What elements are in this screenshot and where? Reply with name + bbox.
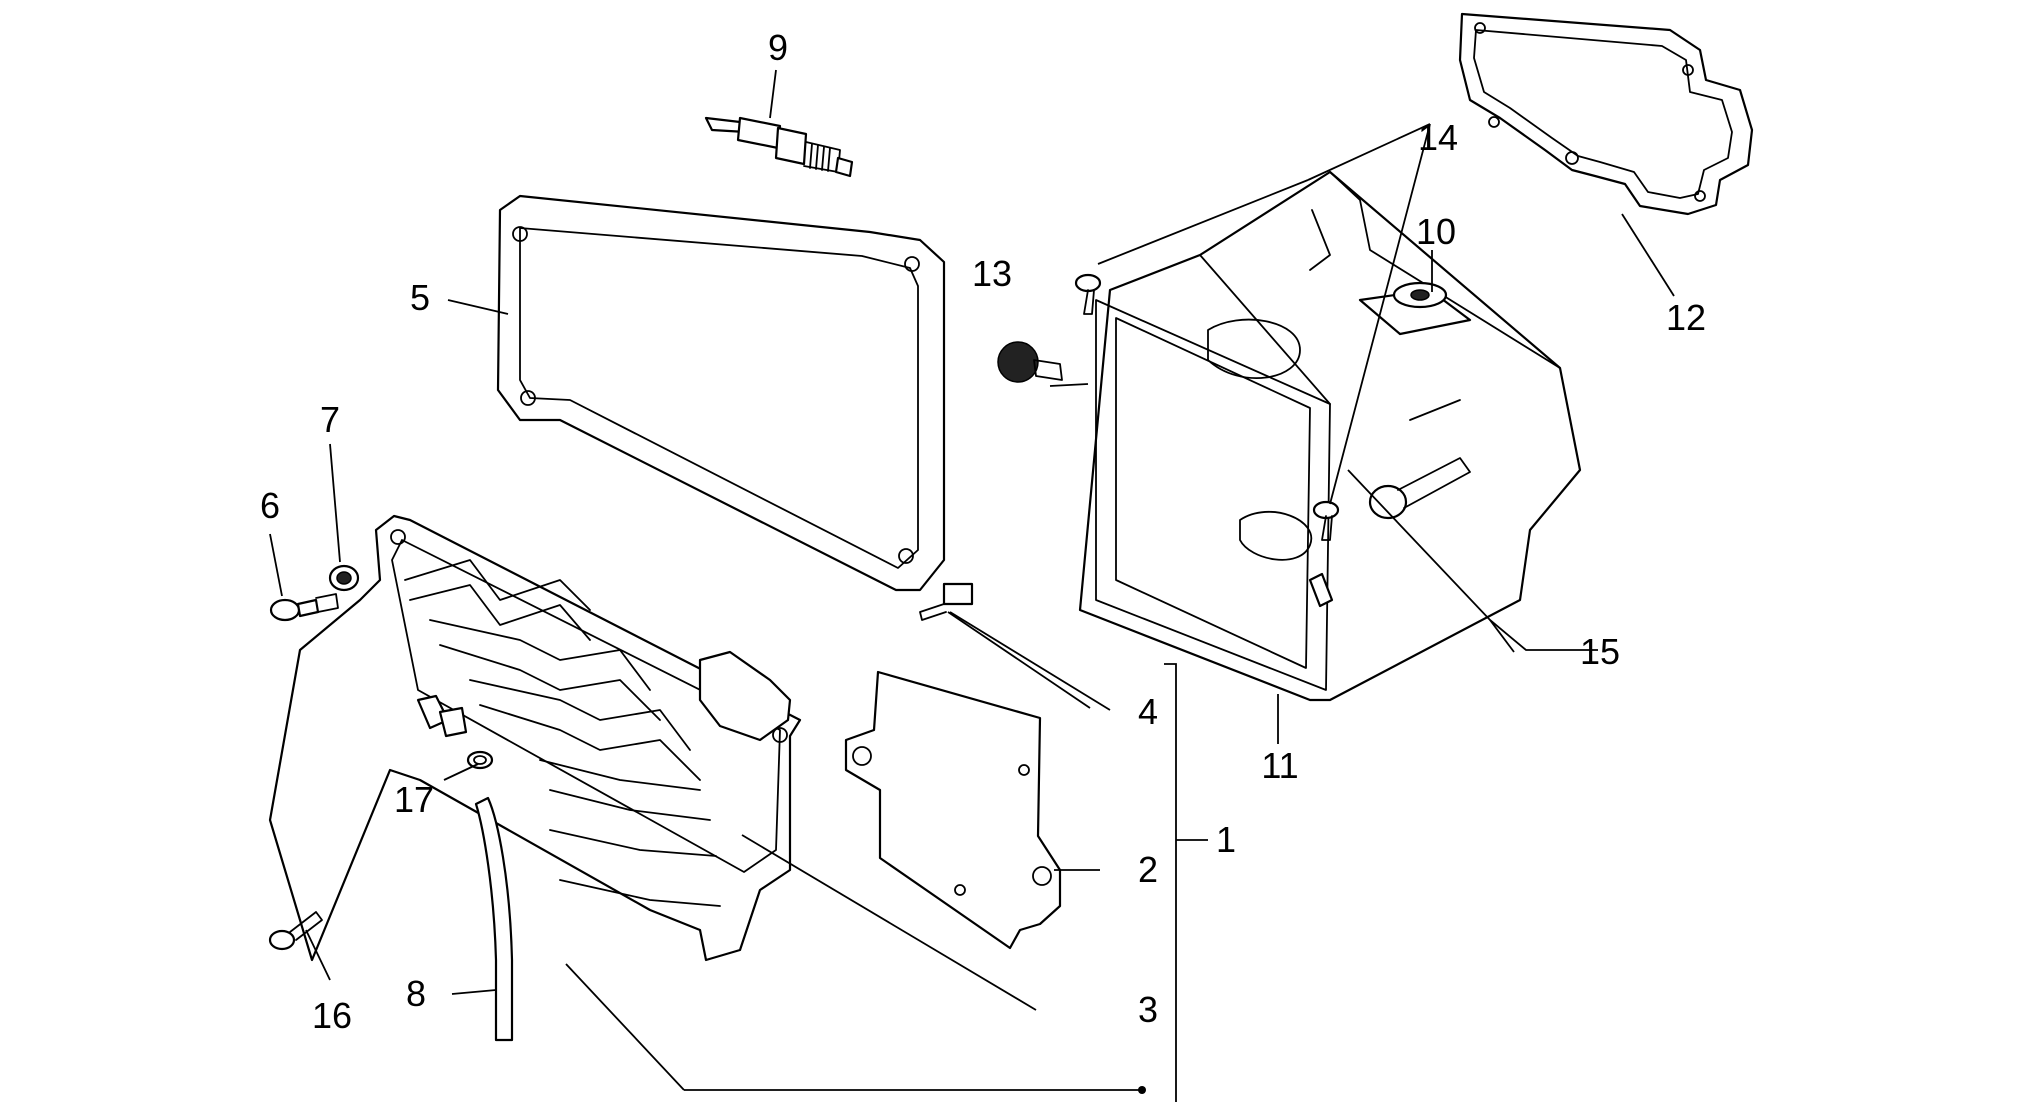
- part-9-spark-plug: [704, 116, 854, 178]
- part-5-cover-gasket: [496, 194, 946, 592]
- callout-3: 3: [1138, 989, 1158, 1030]
- part-6-bolt: [269, 593, 339, 622]
- callout-6: 6: [260, 485, 280, 526]
- part-11-cover-housing: [1078, 170, 1582, 702]
- part-17-hose-clip: [466, 750, 494, 770]
- callout-13: 13: [972, 253, 1012, 294]
- part-8-breather-hose: [474, 796, 514, 1042]
- callout-16: 16: [312, 995, 352, 1036]
- part-4-screw: [919, 582, 974, 621]
- part-3-cylinder-head-cover: [268, 514, 802, 962]
- callout-2: 2: [1138, 849, 1158, 890]
- callout-labels: 1 2 3 4 5 6 7 8 9 10 11 12 13 14 15 16 1…: [260, 27, 1706, 1036]
- callout-5: 5: [410, 277, 430, 318]
- callout-12: 12: [1666, 297, 1706, 338]
- part-14-screws: [1074, 273, 1340, 541]
- part-13-breather-screw: [997, 341, 1063, 383]
- part-16-screw: [268, 911, 323, 951]
- callout-8: 8: [406, 973, 426, 1014]
- part-12-gasket: [1458, 12, 1754, 216]
- callout-10: 10: [1416, 211, 1456, 252]
- callout-1: 1: [1216, 819, 1236, 860]
- callout-7: 7: [320, 399, 340, 440]
- part-2-plate-gasket: [844, 670, 1062, 950]
- leader-lines: [269, 69, 1675, 1102]
- callout-15: 15: [1580, 631, 1620, 672]
- callout-14: 14: [1418, 117, 1458, 158]
- callout-17: 17: [394, 779, 434, 820]
- part-15-bolt: [1308, 457, 1471, 608]
- callout-11: 11: [1261, 745, 1298, 786]
- callout-9: 9: [768, 27, 788, 68]
- callout-4: 4: [1138, 691, 1158, 732]
- part-7-washer: [328, 564, 360, 592]
